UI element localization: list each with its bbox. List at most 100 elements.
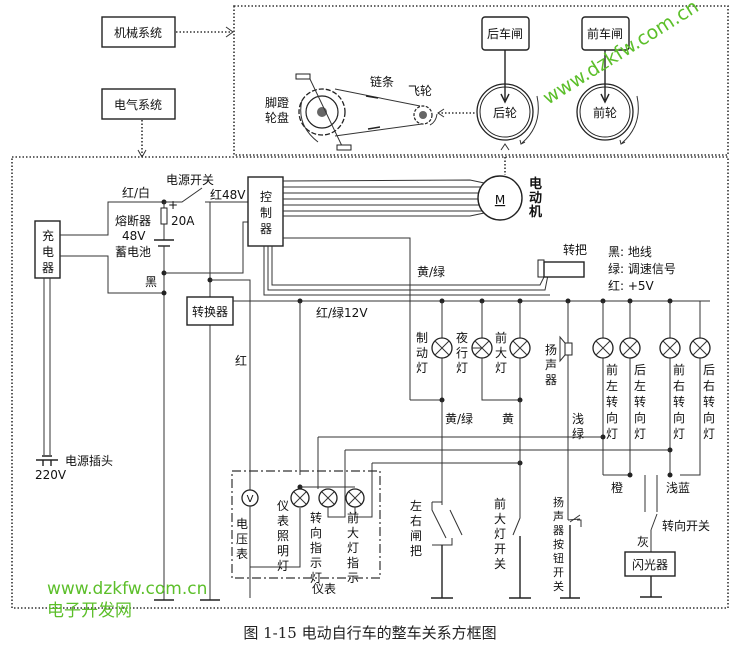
svg-text:右: 右 <box>673 378 685 393</box>
brake-lamp-label-1: 制 <box>416 331 428 345</box>
motor-label-2: 动 <box>529 191 542 206</box>
svg-text:后: 后 <box>634 363 646 377</box>
headlight-lamp <box>509 301 531 400</box>
rear-wheel <box>476 83 539 145</box>
svg-text:指: 指 <box>310 540 322 555</box>
battery-voltage-label: 48V <box>122 229 146 243</box>
svg-text:指: 指 <box>347 555 359 570</box>
svg-text:右: 右 <box>410 513 422 528</box>
brake-lamp-label-3: 灯 <box>416 361 428 375</box>
throttle-icon[interactable] <box>543 261 585 278</box>
svg-text:器: 器 <box>553 524 564 537</box>
svg-text:钮: 钮 <box>553 551 564 565</box>
brake-lamp <box>431 301 453 400</box>
rear-wheel-label: 后轮 <box>493 106 517 120</box>
front-brake-arrow-icon <box>600 93 610 104</box>
front-right-turn-label: 前 右 转 向 灯 <box>673 362 685 441</box>
wire-orange-label: 橙 <box>611 480 623 495</box>
fuse-icon <box>160 207 168 225</box>
brake-ground <box>431 545 453 599</box>
instrument-title: 仪表 <box>312 582 336 596</box>
svg-text:前: 前 <box>606 362 618 377</box>
headlight-ground <box>509 536 531 599</box>
svg-text:向: 向 <box>703 410 715 425</box>
headlight-label-2: 大 <box>495 346 507 360</box>
svg-text:灯: 灯 <box>703 427 715 441</box>
mechanical-system-label: 机械系统 <box>114 25 162 40</box>
flywheel-label: 飞轮 <box>408 84 432 98</box>
throttle-legend-black: 黑: 地线 <box>608 245 652 259</box>
turn-switch-label: 转向开关 <box>662 518 710 533</box>
fuse-plus-label: + <box>168 198 178 212</box>
front-left-turn-lamp <box>592 301 614 475</box>
chainring <box>295 73 352 151</box>
wire-throttle-2 <box>267 246 549 291</box>
svg-text:灯: 灯 <box>494 527 506 541</box>
svg-text:转: 转 <box>703 394 715 409</box>
motor-symbol: M <box>495 193 505 207</box>
headlight-switch-icon[interactable] <box>512 400 521 536</box>
wire-throttle-3 <box>263 246 550 296</box>
svg-text:前: 前 <box>494 496 506 511</box>
night-lamp-label-2: 行 <box>456 346 468 360</box>
svg-text:表: 表 <box>236 547 248 561</box>
flasher-box <box>624 551 676 577</box>
svg-text:前: 前 <box>673 362 685 377</box>
horn-button-label: 扬 声 器 按 钮 开 关 <box>553 495 564 593</box>
svg-text:声: 声 <box>553 509 564 523</box>
headlight-label-3: 灯 <box>495 361 507 375</box>
power-switch-label: 电源开关 <box>166 173 214 187</box>
chain-arrow-bottom-icon <box>367 126 381 130</box>
brake-handle-label: 左 右 闸 把 <box>410 498 422 558</box>
wire-yellow-green-top-label: 黄/绿 <box>417 264 445 279</box>
horn-label-3: 器 <box>545 373 557 387</box>
charger-cord <box>43 278 51 455</box>
charger-label-3: 器 <box>42 261 54 275</box>
svg-text:转: 转 <box>673 394 685 409</box>
wire-yellow-green-label: 黄/绿 <box>445 411 473 426</box>
controller-label-3: 器 <box>260 222 272 236</box>
svg-text:照: 照 <box>277 529 289 543</box>
electrical-system-label: 电气系统 <box>114 97 162 112</box>
svg-text:把: 把 <box>410 544 422 558</box>
svg-text:后: 后 <box>703 363 715 377</box>
svg-text:灯: 灯 <box>673 427 685 441</box>
svg-text:左: 左 <box>634 378 646 393</box>
pedal-label: 脚蹬 <box>265 95 289 110</box>
mechanical-system-box: 机械系统 <box>101 16 176 48</box>
svg-text:扬: 扬 <box>553 495 564 509</box>
svg-text:电: 电 <box>236 517 248 531</box>
night-lamp-label-3: 灯 <box>456 361 468 375</box>
turn-switch-icon[interactable] <box>650 513 658 531</box>
brake-handle-switch-icon[interactable] <box>431 502 447 539</box>
headlight-label-1: 前 <box>495 330 507 345</box>
svg-text:示: 示 <box>310 556 322 570</box>
horn-button-switch-icon[interactable] <box>569 514 581 523</box>
svg-text:关: 关 <box>494 557 506 571</box>
wire-gray-label: 灰 <box>637 535 649 549</box>
mechanical-frame <box>233 5 729 156</box>
flywheel <box>413 105 438 126</box>
chain-arrow-top-icon <box>365 95 379 99</box>
wire-red-48v-label: 红48V <box>210 187 246 202</box>
motor-icon <box>477 175 523 221</box>
wire-throttle-1 <box>271 246 546 286</box>
wire-yellow-label: 黄 <box>502 412 514 426</box>
flywheel-arrow-icon <box>437 108 445 118</box>
watermark-url-bottom: www.dzkfw.com.cn <box>47 579 207 599</box>
rear-left-turn-label: 后 左 转 向 灯 <box>634 363 646 441</box>
headlight-switch-label: 前 大 灯 开 关 <box>494 496 506 571</box>
front-brake-label: 前车闸 <box>587 26 623 41</box>
svg-text:左: 左 <box>410 498 422 513</box>
svg-text:转: 转 <box>606 394 618 409</box>
wire-red-label: 红 <box>235 353 247 368</box>
electrical-frame <box>11 156 729 609</box>
svg-text:灯: 灯 <box>277 559 289 573</box>
power-switch-icon[interactable] <box>164 187 203 203</box>
svg-text:灯: 灯 <box>606 427 618 441</box>
svg-text:前: 前 <box>347 510 359 525</box>
fuse-label: 熔断器 <box>115 213 151 228</box>
motor-to-rear-wheel-arrow-icon <box>500 143 510 151</box>
wire-red-white-label: 红/白 <box>122 185 150 200</box>
motor-label-3: 机 <box>529 204 542 220</box>
